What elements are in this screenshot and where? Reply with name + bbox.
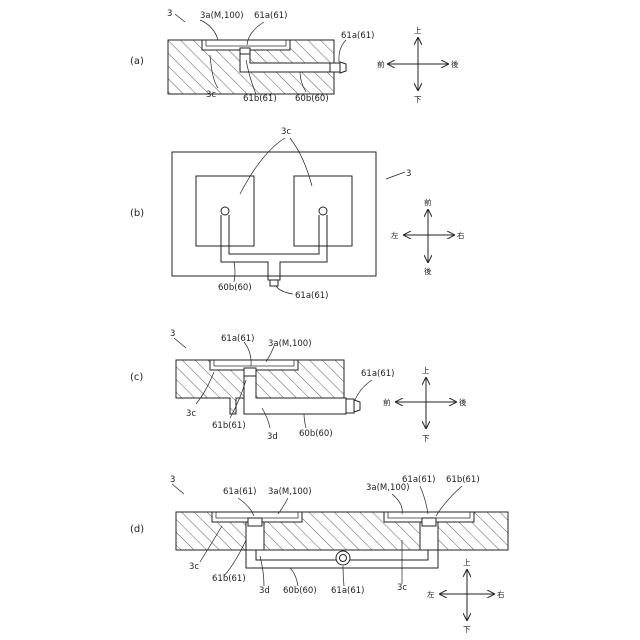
port-right bbox=[319, 207, 327, 215]
label-3d: 3d bbox=[259, 586, 270, 596]
label-61b-right: 61b(61) bbox=[446, 475, 480, 485]
label-61a-left: 61a(61) bbox=[223, 487, 256, 497]
panel-label-c: (c) bbox=[130, 372, 143, 383]
label-3c-right: 3c bbox=[397, 583, 407, 593]
panel-label-b: (b) bbox=[130, 208, 144, 219]
nozzle-61a bbox=[346, 399, 354, 413]
label-3: 3 bbox=[167, 9, 172, 19]
valve-61b-right bbox=[422, 518, 436, 526]
label-3: 3 bbox=[406, 169, 411, 179]
panel-d: (d) 3 61a(61) 3a(M,100) 3a(M,100) bbox=[130, 475, 508, 634]
label-61a: 61a(61) bbox=[221, 334, 254, 344]
dir-up: 前 bbox=[424, 197, 432, 207]
label-61a-nozzle: 61a(61) bbox=[361, 369, 394, 379]
dir-down: 下 bbox=[414, 95, 422, 104]
channel-60b bbox=[221, 215, 327, 272]
label-3a-left: 3a(M,100) bbox=[268, 487, 312, 497]
dir-left: 前 bbox=[383, 397, 391, 407]
label-3c: 3c bbox=[281, 127, 291, 137]
panel-a: (a) 3 3a(M,100) 61a(61) 61a(61) 3c 61b(6… bbox=[130, 9, 459, 104]
dir-up: 上 bbox=[422, 366, 430, 375]
label-60b: 60b(60) bbox=[295, 94, 329, 104]
dir-left: 前 bbox=[377, 59, 385, 69]
nozzle-61a bbox=[268, 272, 280, 286]
label-61a-right: 61a(61) bbox=[402, 475, 435, 485]
dir-left: 左 bbox=[427, 589, 435, 599]
cavity-left bbox=[196, 176, 254, 246]
panel-b: (b) 3c 3 60b(60) 61a(61) 前 後 左 右 bbox=[130, 127, 465, 301]
mold-outline bbox=[172, 152, 376, 276]
dir-right: 右 bbox=[457, 230, 465, 240]
label-3c: 3c bbox=[206, 90, 216, 100]
dir-down: 下 bbox=[422, 434, 430, 443]
dir-up: 上 bbox=[414, 26, 422, 35]
valve-61b bbox=[244, 368, 256, 376]
valve-61b-left bbox=[248, 518, 262, 526]
dir-right: 右 bbox=[497, 589, 505, 599]
label-3a: 3a(M,100) bbox=[268, 339, 312, 349]
nozzle-61a bbox=[336, 551, 350, 565]
panel-label-d: (d) bbox=[130, 524, 144, 535]
label-60b: 60b(60) bbox=[218, 283, 252, 293]
dir-left: 左 bbox=[391, 230, 399, 240]
label-3c: 3c bbox=[186, 409, 196, 419]
dir-down: 下 bbox=[463, 625, 471, 634]
panel-label-a: (a) bbox=[130, 56, 144, 67]
label-3d: 3d bbox=[267, 432, 278, 442]
label-3: 3 bbox=[170, 475, 175, 485]
label-60b: 60b(60) bbox=[283, 586, 317, 596]
label-61a-nozzle: 61a(61) bbox=[341, 31, 374, 41]
label-61b-left: 61b(61) bbox=[212, 574, 246, 584]
label-3: 3 bbox=[170, 329, 175, 339]
label-60b: 60b(60) bbox=[299, 429, 333, 439]
dir-down: 後 bbox=[424, 266, 432, 276]
cavity-right bbox=[294, 176, 352, 246]
label-3c-left: 3c bbox=[189, 562, 199, 572]
direction-indicator: 上 下 前 後 bbox=[377, 26, 459, 104]
direction-indicator: 前 後 左 右 bbox=[391, 197, 465, 276]
label-61b: 61b(61) bbox=[212, 421, 246, 431]
label-61a: 61a(61) bbox=[295, 291, 328, 301]
direction-indicator: 上 下 左 右 bbox=[427, 558, 505, 634]
port-left bbox=[221, 207, 229, 215]
nozzle-61a bbox=[330, 63, 340, 72]
label-61b: 61b(61) bbox=[243, 94, 277, 104]
dir-up: 上 bbox=[463, 558, 471, 567]
label-61a-nozzle: 61a(61) bbox=[331, 586, 364, 596]
direction-indicator: 上 下 前 後 bbox=[383, 366, 467, 443]
dir-right: 後 bbox=[459, 397, 467, 407]
valve-61b bbox=[240, 48, 250, 54]
label-61a: 61a(61) bbox=[254, 11, 287, 21]
panel-c: (c) 3 61a(61) 3a(M,100) 61a(61) 3c 61b(6… bbox=[130, 329, 467, 443]
label-3a: 3a(M,100) bbox=[200, 11, 244, 21]
dir-right: 後 bbox=[451, 59, 459, 69]
